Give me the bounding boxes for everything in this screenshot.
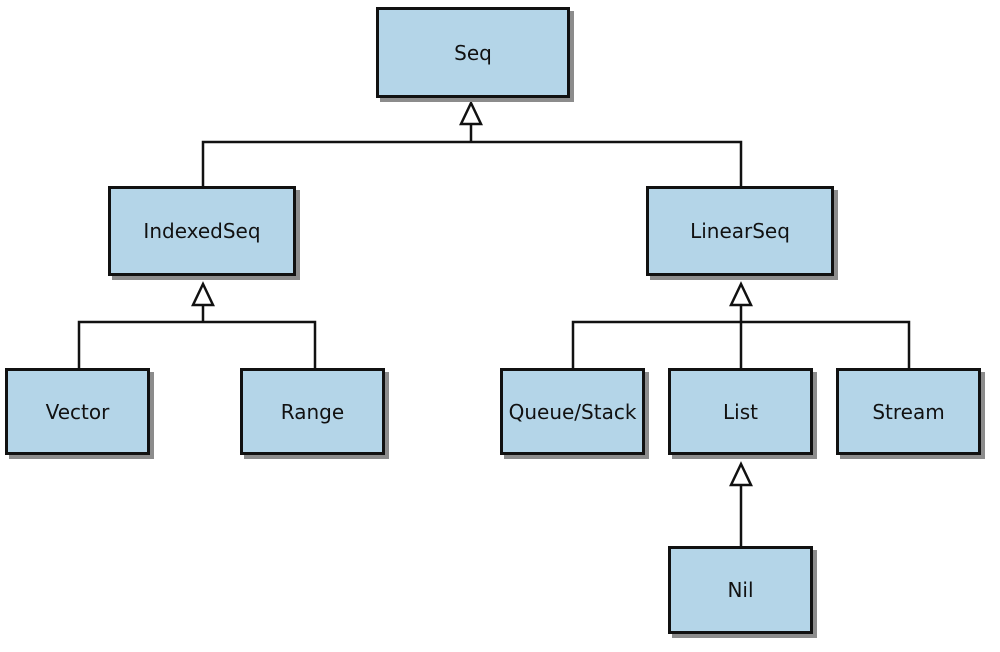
node-indexedseq: IndexedSeq bbox=[108, 186, 296, 276]
inheritance-arrow-linearseq bbox=[729, 281, 753, 307]
node-vector: Vector bbox=[5, 368, 150, 455]
node-linearseq: LinearSeq bbox=[646, 186, 834, 276]
node-label-range: Range bbox=[280, 399, 345, 424]
node-seq: Seq bbox=[376, 7, 570, 98]
node-label-queue-stack: Queue/Stack bbox=[508, 399, 637, 424]
inheritance-arrow-indexedseq bbox=[191, 281, 215, 307]
node-label-nil: Nil bbox=[727, 578, 754, 602]
connector-indexedseq-children bbox=[77, 303, 317, 370]
node-stream: Stream bbox=[836, 368, 981, 455]
node-range: Range bbox=[240, 368, 385, 455]
node-queue-stack: Queue/Stack bbox=[500, 368, 645, 455]
node-label-seq: Seq bbox=[454, 40, 492, 65]
connector-seq-children bbox=[201, 121, 743, 188]
connector-linearseq-children bbox=[571, 303, 911, 370]
node-label-stream: Stream bbox=[872, 399, 945, 424]
node-label-list: List bbox=[723, 399, 758, 424]
inheritance-arrow-list bbox=[729, 461, 753, 487]
inheritance-arrow-seq bbox=[459, 100, 483, 126]
node-list: List bbox=[668, 368, 813, 455]
node-label-linearseq: LinearSeq bbox=[690, 219, 790, 243]
node-label-vector: Vector bbox=[45, 399, 110, 424]
node-nil: Nil bbox=[668, 546, 813, 634]
node-label-indexedseq: IndexedSeq bbox=[143, 219, 261, 243]
